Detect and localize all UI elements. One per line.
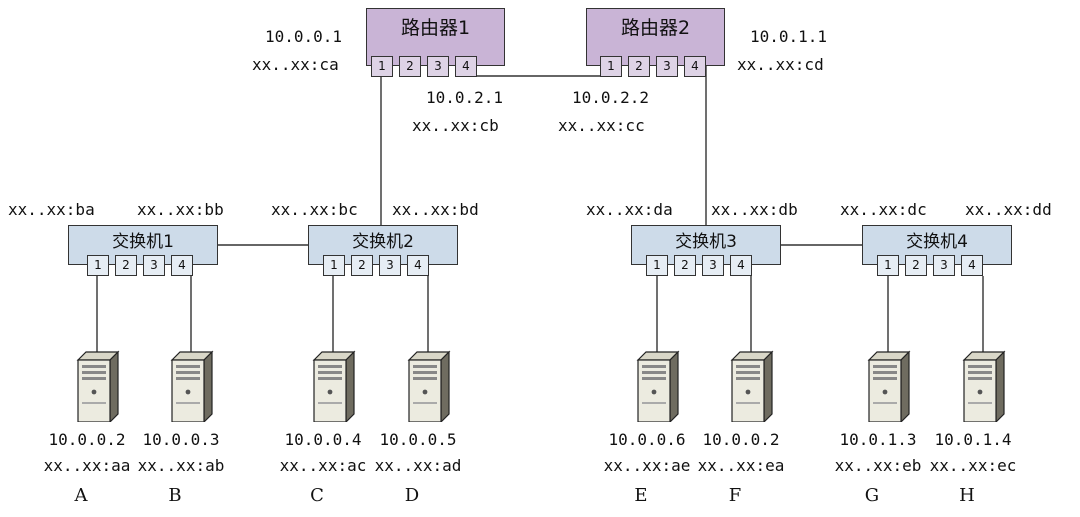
switch-4-port-1: 1: [877, 255, 899, 276]
host-letter: A: [74, 485, 88, 506]
router-1: 路由器1 1 2 3 4: [366, 8, 505, 77]
switch-1-port-2: 2: [115, 255, 137, 276]
router-2-port-1: 1: [600, 56, 622, 77]
server-tower-icon: [170, 350, 214, 422]
server-tower-icon: [407, 350, 451, 422]
switch-mac-bb: xx..xx:bb: [137, 200, 224, 219]
router-2-ports: 1 2 3 4: [600, 56, 706, 77]
host-ip: 10.0.1.3: [839, 430, 917, 449]
router-link-ip-2: 10.0.2.2: [572, 88, 650, 107]
host-mac: xx..xx:aa: [43, 456, 131, 475]
switch-3: 交换机3 1 2 3 4: [631, 225, 781, 276]
server-tower-icon: [867, 350, 911, 422]
router-1-ports: 1 2 3 4: [371, 56, 477, 77]
host-letter: D: [404, 485, 420, 506]
switch-2-ports: 1 2 3 4: [323, 255, 429, 276]
router-2-port-3: 3: [656, 56, 678, 77]
host-mac: xx..xx:ab: [137, 456, 225, 475]
host-mac: xx..xx:eb: [834, 456, 922, 475]
router-2-port-2: 2: [628, 56, 650, 77]
host-letter: C: [310, 485, 324, 506]
switch-4-port-2: 2: [905, 255, 927, 276]
host-letter: E: [634, 485, 648, 506]
switch-1-ports: 1 2 3 4: [87, 255, 193, 276]
host-mac: xx..xx:ea: [697, 456, 785, 475]
router-2-name: 路由器2: [620, 17, 691, 39]
host-ip: 10.0.0.3: [142, 430, 220, 449]
switch-mac-ba: xx..xx:ba: [8, 200, 95, 219]
switch-3-ports: 1 2 3 4: [646, 255, 752, 276]
server-tower-icon: [312, 350, 356, 422]
server-tower-icon: [636, 350, 680, 422]
switch-1-port-3: 3: [143, 255, 165, 276]
router-1-port-1: 1: [371, 56, 393, 77]
host-letter: F: [728, 485, 742, 506]
router-2-port-4: 4: [684, 56, 706, 77]
host-ip: 10.0.1.4: [934, 430, 1012, 449]
router-2: 路由器2 1 2 3 4: [586, 8, 725, 77]
host-ip: 10.0.0.2: [702, 430, 780, 449]
switch-1-port-4: 4: [171, 255, 193, 276]
switch-2-name: 交换机2: [352, 232, 414, 252]
switch-mac-bc: xx..xx:bc: [271, 200, 358, 219]
switch-1-port-1: 1: [87, 255, 109, 276]
switch-3-name: 交换机3: [675, 232, 737, 252]
host-mac: xx..xx:ec: [929, 456, 1017, 475]
server-tower-icon: [76, 350, 120, 422]
host-ip: 10.0.0.2: [48, 430, 126, 449]
host-mac: xx..xx:ad: [374, 456, 462, 475]
switch-mac-da: xx..xx:da: [586, 200, 673, 219]
router-1-name: 路由器1: [400, 17, 471, 39]
switch-3-port-4: 4: [730, 255, 752, 276]
switch-3-port-1: 1: [646, 255, 668, 276]
router-2-ip: 10.0.1.1: [750, 27, 828, 46]
host-letter: B: [168, 485, 182, 506]
router-link-mac-1: xx..xx:cb: [412, 116, 499, 135]
host-ip: 10.0.0.6: [608, 430, 686, 449]
host-letter: G: [864, 485, 880, 506]
switch-mac-dd: xx..xx:dd: [965, 200, 1052, 219]
host-mac: xx..xx:ac: [279, 456, 367, 475]
switch-2-port-3: 3: [379, 255, 401, 276]
switch-3-port-2: 2: [674, 255, 696, 276]
router-1-port-2: 2: [399, 56, 421, 77]
host-mac: xx..xx:ae: [603, 456, 691, 475]
switch-4-name: 交换机4: [906, 232, 968, 252]
router-1-ip: 10.0.0.1: [265, 27, 343, 46]
router-2-mac: xx..xx:cd: [737, 55, 824, 74]
switch-2: 交换机2 1 2 3 4: [308, 225, 458, 276]
router-1-port-3: 3: [427, 56, 449, 77]
switch-2-port-4: 4: [407, 255, 429, 276]
router-1-port-4: 4: [455, 56, 477, 77]
switch-1: 交换机1 1 2 3 4: [68, 225, 218, 276]
host-ip: 10.0.0.5: [379, 430, 457, 449]
switch-2-port-1: 1: [323, 255, 345, 276]
switch-4-ports: 1 2 3 4: [877, 255, 983, 276]
server-tower-icon: [962, 350, 1006, 422]
switch-mac-db: xx..xx:db: [711, 200, 798, 219]
switch-4-port-3: 3: [933, 255, 955, 276]
switch-4: 交换机4 1 2 3 4: [862, 225, 1012, 276]
router-link-ip-1: 10.0.2.1: [426, 88, 504, 107]
switch-3-port-3: 3: [702, 255, 724, 276]
switch-2-port-2: 2: [351, 255, 373, 276]
switch-mac-bd: xx..xx:bd: [392, 200, 479, 219]
router-link-mac-2: xx..xx:cc: [558, 116, 645, 135]
switch-4-port-4: 4: [961, 255, 983, 276]
host-letter: H: [959, 485, 975, 506]
server-tower-icon: [730, 350, 774, 422]
router-1-mac: xx..xx:ca: [252, 55, 339, 74]
switch-mac-dc: xx..xx:dc: [840, 200, 927, 219]
host-ip: 10.0.0.4: [284, 430, 362, 449]
switch-1-name: 交换机1: [112, 232, 174, 252]
